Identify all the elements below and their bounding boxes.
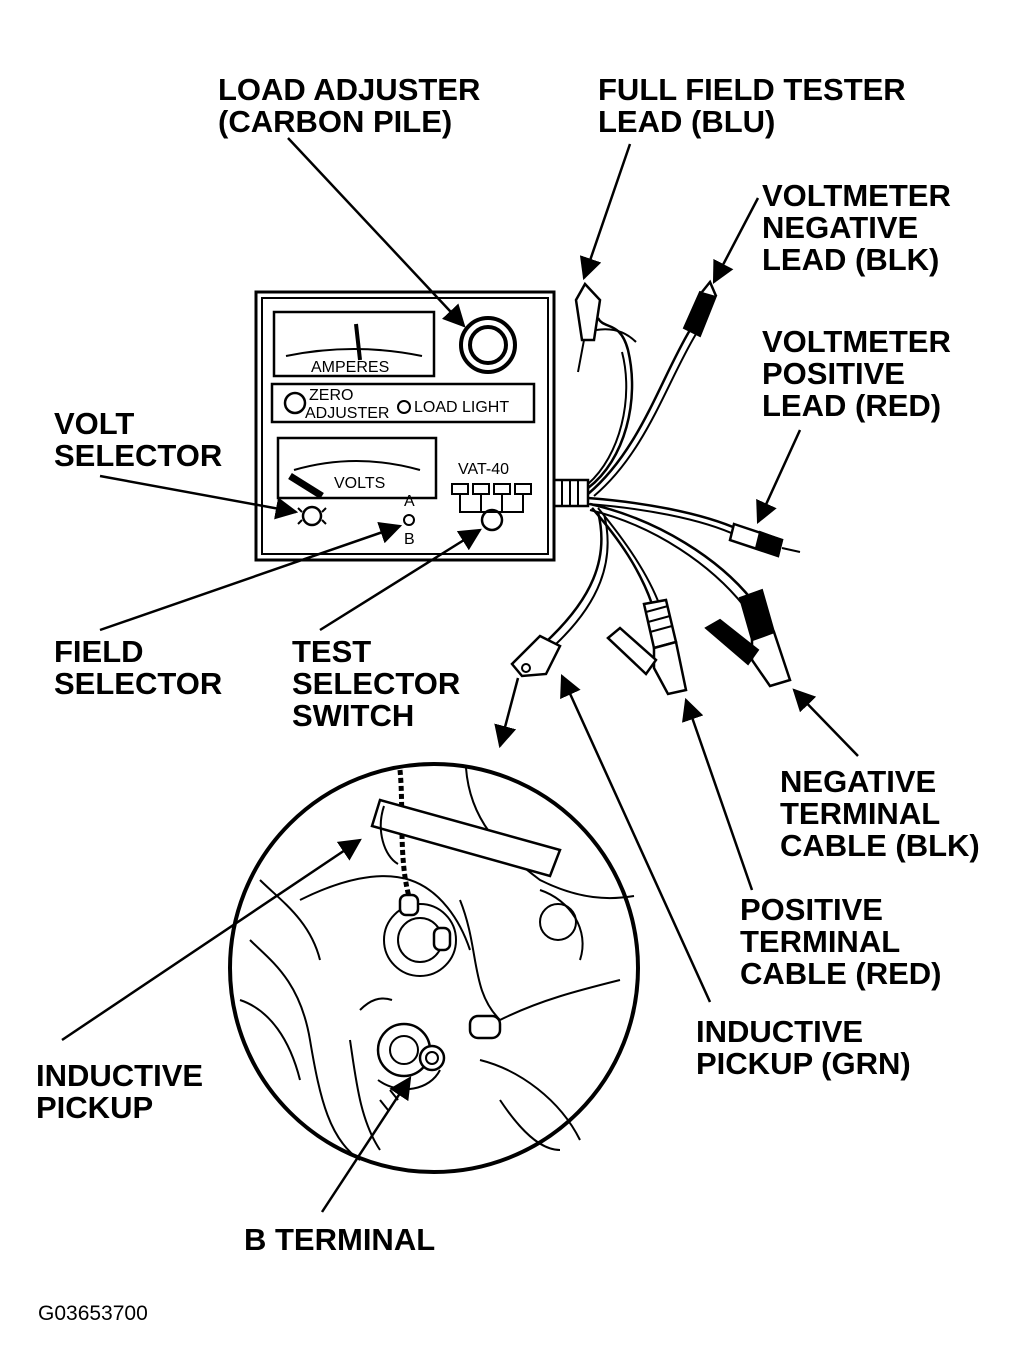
model-label: VAT-40 [458, 461, 509, 478]
positive-terminal-clamp [606, 598, 688, 696]
field-a-label: A [404, 493, 415, 510]
load-light-icon [397, 400, 411, 414]
voltmeter: VOLTS [276, 436, 438, 500]
callout-test-selector: TEST SELECTOR SWITCH [292, 634, 460, 733]
leader-lines [61, 137, 859, 1213]
pos-cable-line3: CABLE (RED) [740, 956, 942, 991]
test-selector-switch [451, 483, 532, 532]
load-light-label: LOAD LIGHT [414, 399, 509, 416]
full-field-line2: LEAD (BLU) [598, 104, 775, 139]
callout-full-field: FULL FIELD TESTER LEAD (BLU) [598, 72, 906, 139]
test-selector-line2: SELECTOR [292, 666, 460, 701]
volts-label: VOLTS [334, 475, 385, 492]
voltmeter-negative-probe [682, 279, 718, 338]
load-adjuster-line1: LOAD ADJUSTER [218, 72, 480, 107]
negative-terminal-clamp [704, 588, 792, 688]
callout-field-selector: FIELD SELECTOR [54, 634, 222, 701]
zero-adjuster-knob [283, 391, 307, 415]
volt-selector-line1: VOLT [54, 406, 134, 441]
neg-cable-line3: CABLE (BLK) [780, 828, 980, 863]
callout-volt-selector: VOLT SELECTOR [54, 406, 222, 473]
volt-neg-line2: NEGATIVE [762, 210, 918, 245]
callout-voltmeter-negative: VOLTMETER NEGATIVE LEAD (BLK) [762, 178, 951, 277]
volt-neg-line1: VOLTMETER [762, 178, 951, 213]
callout-load-adjuster: LOAD ADJUSTER (CARBON PILE) [218, 72, 480, 139]
ind-grn-line2: PICKUP (GRN) [696, 1046, 911, 1081]
callout-inductive-pickup: INDUCTIVE PICKUP [36, 1058, 203, 1125]
field-selector-line2: SELECTOR [54, 666, 222, 701]
test-selector-line3: SWITCH [292, 698, 414, 733]
ind-line2: PICKUP [36, 1090, 153, 1125]
volt-pos-line2: POSITIVE [762, 356, 905, 391]
b-terminal-label: B TERMINAL [244, 1222, 435, 1257]
voltmeter-positive-probe [728, 522, 801, 558]
pos-cable-line2: TERMINAL [740, 924, 900, 959]
callout-inductive-pickup-grn: INDUCTIVE PICKUP (GRN) [696, 1014, 911, 1081]
volt-pos-line3: LEAD (RED) [762, 388, 941, 423]
volt-selector-knob [297, 505, 327, 527]
volt-neg-line3: LEAD (BLK) [762, 242, 939, 277]
inductive-pickup-clip [510, 634, 562, 678]
volt-pos-line1: VOLTMETER [762, 324, 951, 359]
field-selector-line1: FIELD [54, 634, 144, 669]
pos-cable-line1: POSITIVE [740, 892, 883, 927]
figure-id: G03653700 [38, 1302, 148, 1325]
cables [510, 279, 801, 696]
callout-voltmeter-positive: VOLTMETER POSITIVE LEAD (RED) [762, 324, 951, 423]
ind-line1: INDUCTIVE [36, 1058, 203, 1093]
callout-negative-cable: NEGATIVE TERMINAL CABLE (BLK) [780, 764, 980, 863]
amperes-label: AMPERES [311, 359, 389, 376]
full-field-line1: FULL FIELD TESTER [598, 72, 906, 107]
volt-selector-line2: SELECTOR [54, 438, 222, 473]
full-field-connector [574, 281, 637, 373]
tester-body: AMPERES ZERO ADJUSTER LOAD LIGHT VOLTS V… [254, 290, 590, 562]
field-selector-switch: A B [403, 493, 415, 548]
load-adjuster-knob [459, 316, 517, 374]
load-adjuster-line2: (CARBON PILE) [218, 104, 452, 139]
adjuster-label: ADJUSTER [305, 405, 389, 422]
alternator-inset [228, 762, 640, 1174]
ind-grn-line1: INDUCTIVE [696, 1014, 863, 1049]
field-b-label: B [404, 531, 415, 548]
zero-label: ZERO [309, 387, 353, 404]
callout-positive-cable: POSITIVE TERMINAL CABLE (RED) [740, 892, 942, 991]
neg-cable-line1: NEGATIVE [780, 764, 936, 799]
test-selector-line1: TEST [292, 634, 371, 669]
neg-cable-line2: TERMINAL [780, 796, 940, 831]
ammeter: AMPERES [272, 310, 436, 378]
